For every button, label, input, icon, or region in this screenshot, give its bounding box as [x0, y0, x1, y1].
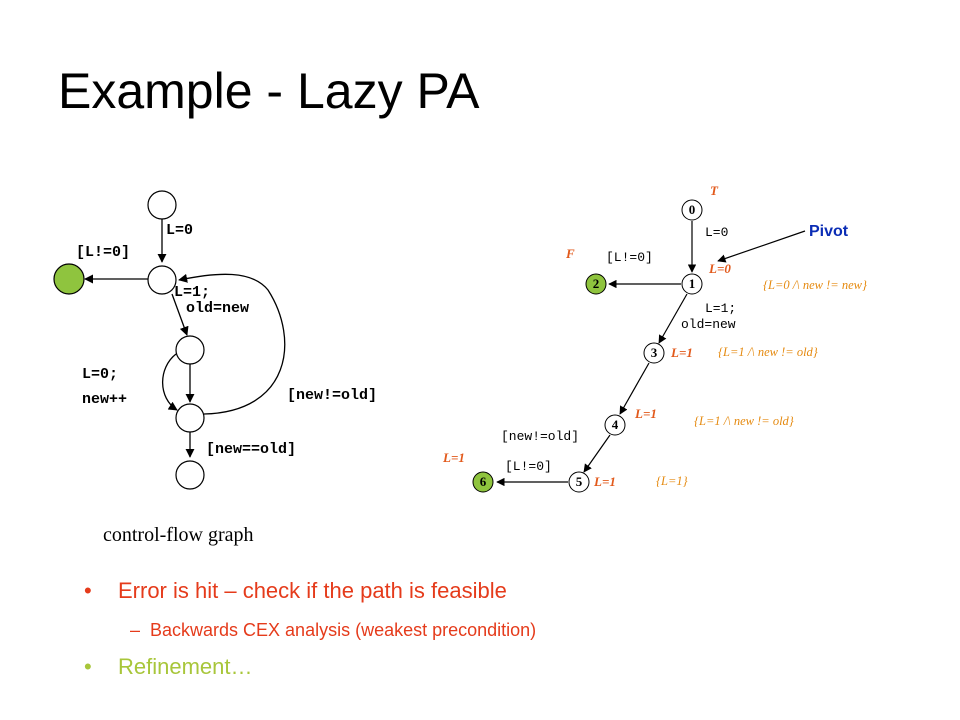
cfg-node-error [53, 263, 85, 295]
art-node-labels: T F L=0 L=1 L=1 L=1 L=1 [442, 183, 731, 489]
formula-4: {L=1} [656, 474, 688, 488]
bullet-subtext-1: Backwards CEX analysis (weakest precondi… [150, 620, 537, 640]
art-lab-T: T [710, 183, 719, 198]
cfg-label-newpp: new++ [82, 391, 127, 408]
art-lab-n5: L=1 [593, 474, 616, 489]
bullet-dot-1: • [84, 578, 92, 603]
cfg-label-oldnew: old=new [186, 300, 249, 317]
formula-3: {L=1 /\ new != old} [694, 414, 794, 428]
pivot-arrow-line [717, 230, 806, 263]
formula-2: {L=1 /\ new != old} [718, 345, 818, 359]
cfg-caption: control-flow graph [103, 524, 254, 546]
cfg-node-check [175, 403, 205, 433]
art-lab-L0: L=0 [708, 261, 731, 276]
cfg-label-l0: L=0 [166, 222, 193, 239]
art-label-l1: L=1; [705, 301, 736, 316]
art-lab-F: F [565, 246, 575, 261]
art-edge-1-3 [658, 293, 688, 344]
reachability-tree: 0 1 2 3 4 5 6 L=0 [L!=0] L=1; old=new [n… [442, 183, 867, 493]
art-node-1 [681, 273, 703, 295]
art-num-1: 1 [689, 276, 696, 291]
art-num-3: 3 [651, 345, 658, 360]
pivot-label: Pivot [809, 223, 849, 240]
bullet-dash-1: – [130, 620, 141, 640]
bullet-text-2: Refinement… [118, 654, 253, 679]
art-node-numbers: 0 1 2 3 4 5 6 [480, 202, 696, 489]
art-edge-labels: L=0 [L!=0] L=1; old=new [new!=old] [L!=0… [501, 225, 736, 474]
cfg-label-l0b: L=0; [82, 366, 118, 383]
control-flow-graph: L=0 [L!=0] L=1; old=new L=0; new++ [new!… [53, 190, 377, 490]
bullet-item-2: • Refinement… [84, 654, 253, 680]
art-num-5: 5 [576, 474, 583, 489]
art-label-lne0-top: [L!=0] [606, 250, 653, 265]
cfg-edge-loop [178, 273, 286, 415]
art-label-oldnew: old=new [681, 317, 736, 332]
art-num-4: 4 [612, 417, 619, 432]
cfg-label-newne: [new!=old] [287, 387, 377, 404]
art-label-l0: L=0 [705, 225, 728, 240]
cfg-label-l1: L=1; [174, 284, 210, 301]
formula-1: {L=0 /\ new != new} [763, 278, 867, 292]
art-node-2 [585, 273, 607, 295]
cfg-labels: L=0 [L!=0] L=1; old=new L=0; new++ [new!… [76, 222, 377, 458]
bullet-subitem-1: –Backwards CEX analysis (weakest precond… [130, 620, 536, 641]
art-formulas: {L=0 /\ new != new} {L=1 /\ new != old} … [656, 278, 867, 488]
bullet-text-1: Error is hit – check if the path is feas… [118, 578, 507, 603]
art-edges [496, 221, 806, 487]
bullet-item-1: • Error is hit – check if the path is fea… [84, 578, 507, 604]
cfg-edge-l0-newpp [162, 353, 178, 411]
cfg-node-body [175, 335, 205, 365]
art-node-5 [568, 471, 590, 493]
art-lab-n4: L=1 [634, 406, 657, 421]
cfg-nodes [53, 190, 205, 490]
cfg-node-exit [175, 460, 205, 490]
cfg-label-neweq: [new==old] [206, 441, 296, 458]
art-node-3 [643, 342, 665, 364]
cfg-node-loop-head [147, 265, 177, 295]
cfg-label-lne0: [L!=0] [76, 244, 130, 261]
art-lab-n3: L=1 [670, 345, 693, 360]
cfg-node-start [147, 190, 177, 220]
art-node-6 [472, 471, 494, 493]
cfg-edges [84, 219, 286, 458]
art-node-4 [604, 414, 626, 436]
art-lab-n6: L=1 [442, 450, 465, 465]
art-num-6: 6 [480, 474, 487, 489]
art-num-0: 0 [689, 202, 696, 217]
art-edge-3-4 [619, 362, 650, 415]
bullet-dot-2: • [84, 654, 92, 679]
cfg-edge-l1 [171, 293, 189, 336]
art-edge-4-5 [583, 434, 611, 473]
art-num-2: 2 [593, 276, 600, 291]
slide-title: Example - Lazy PA [58, 63, 480, 119]
art-label-newne: [new!=old] [501, 429, 579, 444]
art-label-lne0-bot: [L!=0] [505, 459, 552, 474]
art-nodes [472, 199, 703, 493]
art-node-0 [681, 199, 703, 221]
